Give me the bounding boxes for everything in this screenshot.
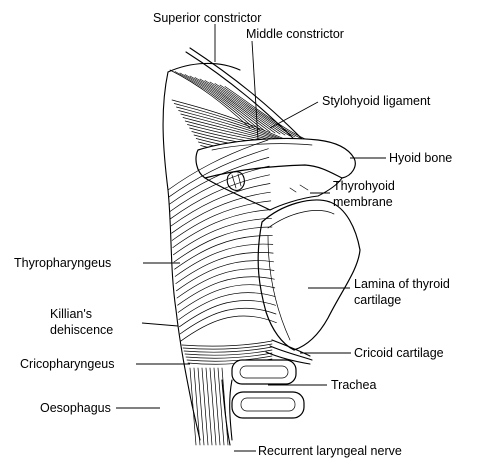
label-recurrent-laryngeal-nerve: Recurrent laryngeal nerve bbox=[258, 444, 402, 458]
muscle-fiber bbox=[173, 218, 271, 255]
label-oesophagus: Oesophagus bbox=[40, 401, 111, 415]
label-superior-constrictor: Superior constrictor bbox=[153, 11, 261, 25]
label-middle-constrictor: Middle constrictor bbox=[246, 27, 344, 41]
muscle-fiber bbox=[179, 293, 275, 320]
muscle-fiber bbox=[184, 347, 272, 352]
label-lamina: Lamina of thyroid bbox=[354, 277, 450, 291]
muscle-fiber bbox=[179, 300, 275, 326]
label-stylohyoid-ligament: Stylohyoid ligament bbox=[322, 94, 431, 108]
label-hyoid-bone: Hyoid bone bbox=[389, 151, 452, 165]
hyoid-bone bbox=[196, 138, 355, 178]
label-cartilage: cartilage bbox=[354, 293, 401, 307]
label-thyrohyoid: Thyrohyoid bbox=[333, 179, 395, 193]
label-cricoid-cartilage: Cricoid cartilage bbox=[354, 346, 444, 360]
muscle-fiber bbox=[180, 308, 276, 334]
muscle-fiber bbox=[195, 78, 275, 134]
muscle-fiber bbox=[186, 353, 272, 358]
label-membrane: membrane bbox=[333, 195, 393, 209]
trachea-rings bbox=[232, 360, 304, 418]
pharynx-outline bbox=[163, 63, 240, 440]
muscle-fiber bbox=[181, 316, 277, 341]
label-killians: Killian's bbox=[50, 307, 92, 321]
label-dehiscence: dehiscence bbox=[50, 323, 113, 337]
label-trachea: Trachea bbox=[331, 378, 376, 392]
muscle-fiber bbox=[185, 350, 272, 355]
label-thyropharyngeus: Thyropharyngeus bbox=[14, 256, 111, 270]
muscle-fiber bbox=[170, 175, 269, 219]
muscle-fiber bbox=[183, 344, 272, 349]
thyroid-cartilage-lamina bbox=[258, 200, 360, 350]
label-cricopharyngeus: Cricopharyngeus bbox=[20, 357, 115, 371]
superior-constrictor-fibers bbox=[170, 70, 305, 139]
muscle-fiber bbox=[173, 210, 271, 248]
muscle-fiber bbox=[182, 341, 272, 346]
